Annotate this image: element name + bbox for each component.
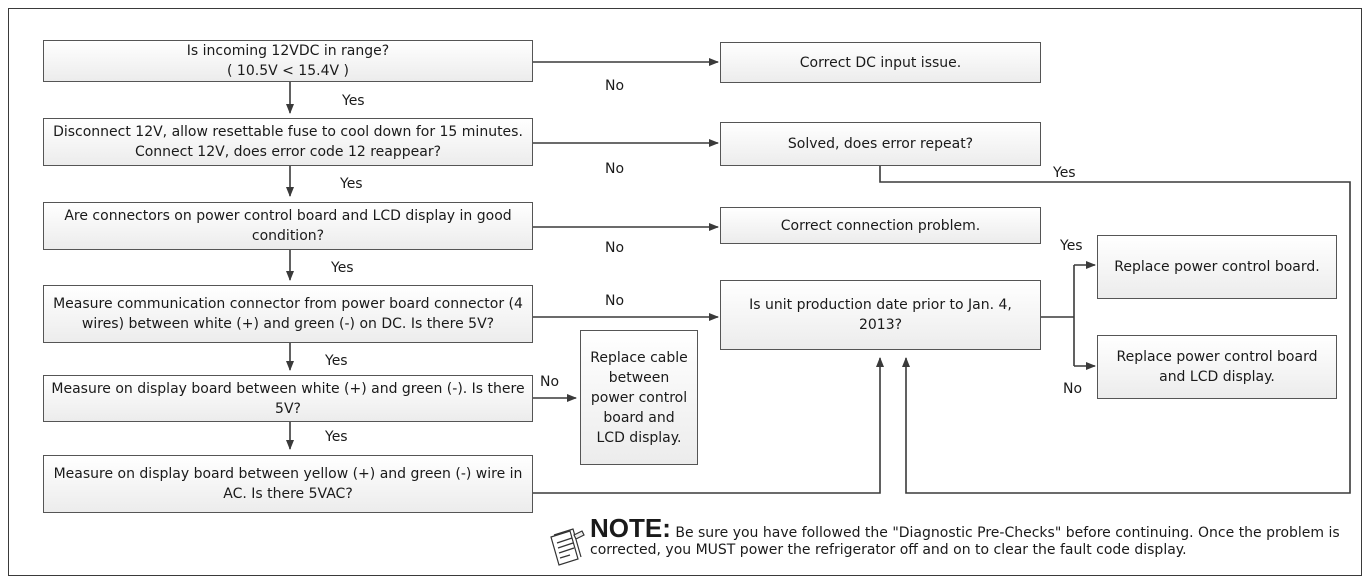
label-yes-r4: Yes — [1060, 238, 1083, 254]
result-replace-power-board: Replace power control board. — [1097, 235, 1337, 299]
step-production-date: Is unit production date prior to Jan. 4,… — [720, 280, 1041, 350]
step-measure-display-ac: Measure on display board between yellow … — [43, 455, 533, 513]
label-yes-5: Yes — [325, 429, 348, 445]
note-title: NOTE: — [590, 513, 671, 543]
note-body: Be sure you have followed the "Diagnosti… — [590, 525, 1340, 558]
label-no-3: No — [605, 240, 625, 256]
label-no-r4: No — [1063, 381, 1083, 397]
label-no-1: No — [605, 78, 625, 94]
arrow-r2-loop — [879, 166, 1351, 494]
step-check-12vdc: Is incoming 12VDC in range? ( 10.5V < 15… — [43, 40, 533, 82]
result-solved-repeat: Solved, does error repeat? — [720, 122, 1041, 166]
arrow-b6-r4 — [533, 357, 884, 494]
step-measure-display-dc: Measure on display board between white (… — [43, 375, 533, 422]
step-reset-fuse: Disconnect 12V, allow resettable fuse to… — [43, 118, 533, 166]
label-no-5: No — [540, 374, 560, 390]
result-correct-dc: Correct DC input issue. — [720, 42, 1041, 83]
note-text: NOTE: Be sure you have followed the "Dia… — [548, 515, 1348, 559]
notepad-pencil-icon — [550, 528, 585, 566]
result-replace-cable: Replace cable between power control boar… — [580, 330, 698, 465]
label-yes-1: Yes — [342, 93, 365, 109]
label-yes-loop: Yes — [1053, 165, 1076, 181]
result-replace-board-and-lcd: Replace power control board and LCD disp… — [1097, 335, 1337, 399]
label-no-2: No — [605, 161, 625, 177]
diagram-frame — [8, 8, 1362, 576]
label-no-4: No — [605, 293, 625, 309]
step-check-connectors: Are connectors on power control board an… — [43, 202, 533, 250]
label-yes-2: Yes — [340, 176, 363, 192]
step-measure-comm: Measure communication connector from pow… — [43, 285, 533, 343]
label-yes-4: Yes — [325, 353, 348, 369]
result-correct-connection: Correct connection problem. — [720, 207, 1041, 244]
label-yes-3: Yes — [331, 260, 354, 276]
